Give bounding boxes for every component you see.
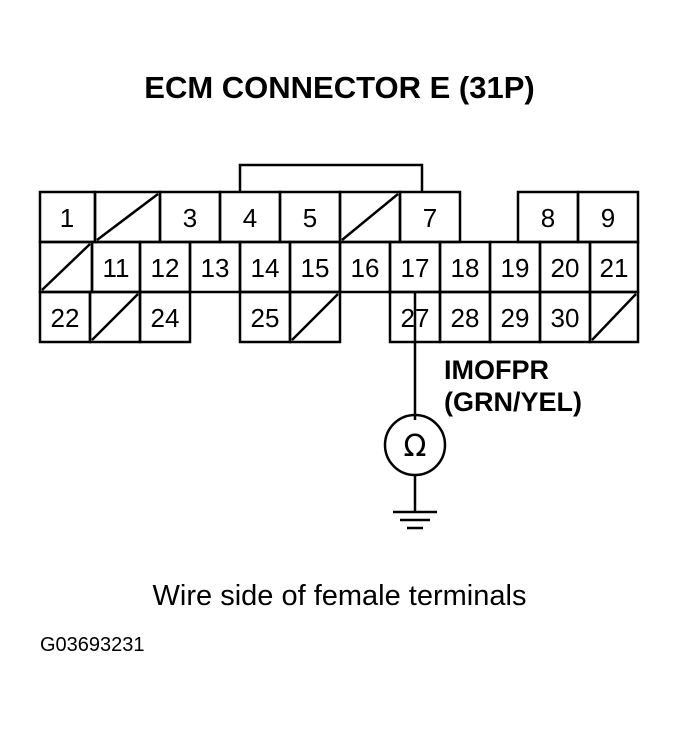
terminal-label: 21	[600, 253, 629, 283]
terminal-label: 22	[51, 303, 80, 333]
terminal-label: 28	[451, 303, 480, 333]
terminal-label: 5	[303, 203, 317, 233]
terminal-label: 20	[551, 253, 580, 283]
diagram-caption: Wire side of female terminals	[152, 580, 527, 612]
terminal-label: 4	[243, 203, 257, 233]
terminal-24	[138, 290, 192, 344]
terminal-label: 12	[151, 253, 180, 283]
terminal-label: 29	[501, 303, 530, 333]
signal-name: IMOFPR	[444, 355, 549, 385]
figure-id: G03693231	[40, 634, 145, 656]
terminal-label: 13	[201, 253, 230, 283]
ohm-symbol: Ω	[404, 429, 427, 464]
blank-slash	[96, 193, 159, 241]
terminal-label: 16	[351, 253, 380, 283]
blank-slash	[591, 293, 637, 341]
terminal-label: 8	[541, 203, 555, 233]
terminal-label: 25	[251, 303, 280, 333]
ground-icon	[393, 510, 437, 530]
terminal-label: 17	[401, 253, 430, 283]
terminal-label: 9	[601, 203, 615, 233]
terminal-label: 27	[401, 303, 430, 333]
blank-slash	[91, 293, 139, 341]
diagram-title: ECM CONNECTOR E (31P)	[144, 70, 535, 105]
terminal-label: 24	[151, 303, 180, 333]
terminal-label: 30	[551, 303, 580, 333]
terminal-label: 11	[103, 253, 130, 283]
terminal-label: 14	[251, 253, 280, 283]
blank-slash	[291, 293, 339, 341]
blank-slash	[341, 193, 399, 241]
terminal-label: 15	[301, 253, 330, 283]
connector-latch	[238, 163, 424, 192]
terminal-label: 3	[183, 203, 197, 233]
terminal-label: 19	[501, 253, 530, 283]
terminal-label: 1	[60, 203, 74, 233]
blank-slash	[41, 243, 91, 291]
terminal-blank-31	[588, 290, 640, 344]
terminal-blank-26	[288, 290, 342, 344]
probe-signal-label: IMOFPR (GRN/YEL)	[444, 354, 582, 418]
terminal-label: 7	[423, 203, 437, 233]
wire-color: (GRN/YEL)	[444, 387, 582, 417]
terminal-label: 18	[451, 253, 480, 283]
terminal-labels: 1 3 4 5 7 8 9 11 12 13 14 15 16 17 18 19…	[51, 203, 629, 333]
